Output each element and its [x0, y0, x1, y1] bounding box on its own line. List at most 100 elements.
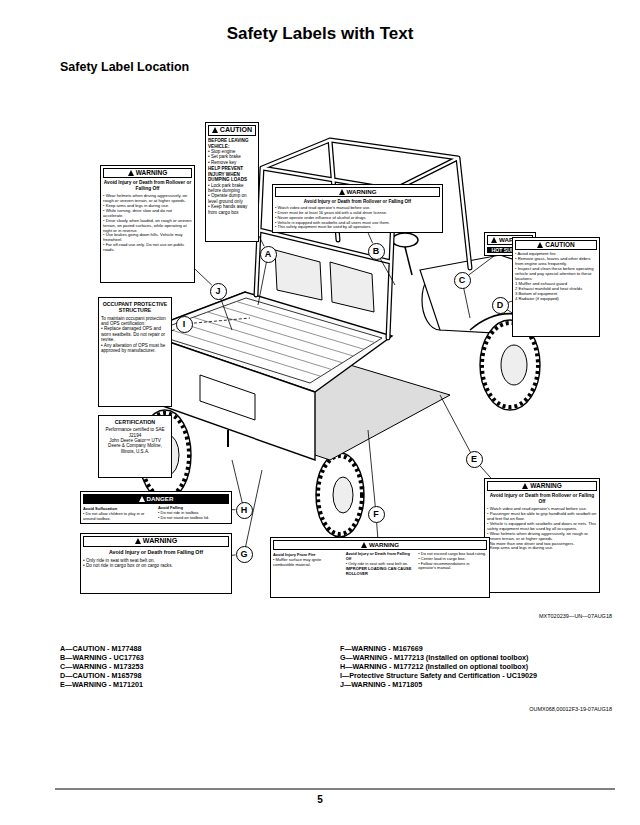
- label-text: • Passenger must be able to grip handhol…: [487, 512, 597, 522]
- label-text: • While turning, drive slow and do not a…: [103, 209, 192, 219]
- label-text: • Follow recommendations in operator's m…: [418, 562, 487, 571]
- seat: [275, 250, 322, 300]
- label-text: 4 Radiator (if equipped): [515, 297, 597, 302]
- callout-circle: E: [466, 451, 483, 468]
- leader-line: [172, 328, 177, 331]
- callout-letter: H: [241, 506, 248, 515]
- label-text: • Keep hands away from cargo box: [208, 204, 256, 215]
- protective-structure-highlight: [256, 140, 470, 338]
- callout-circle: H: [236, 502, 253, 519]
- danger-label: DANGERAvoid Suffocation• Do not allow ch…: [80, 491, 232, 524]
- callout-circle: I: [176, 316, 193, 333]
- leader-line: [377, 522, 378, 537]
- wheel-hub: [333, 477, 353, 513]
- section-heading: Safety Label Location: [60, 61, 189, 75]
- warning-label: WARNINGAvoid Injury or Death from Rollov…: [100, 165, 195, 283]
- label-heading: DANGER: [83, 494, 229, 504]
- callout-circle: G: [236, 546, 253, 563]
- label-text: • Lock park brake before dumping: [208, 183, 256, 194]
- wheel: [316, 453, 364, 537]
- leader-line: [440, 395, 474, 459]
- label-text: • Muffler surface may ignite combustible…: [273, 558, 342, 567]
- label-text: • Do not stand on toolbox lid.: [158, 516, 229, 521]
- seat: [330, 262, 374, 312]
- callout-letter: A: [265, 250, 272, 259]
- callout-circle: J: [210, 283, 227, 300]
- callout-letter: E: [471, 455, 477, 464]
- label-text: Avoid Injury or Death from Falling Off: [346, 552, 415, 561]
- label-text: • Remove grass, leaves and other debris …: [515, 257, 597, 267]
- page-title: Safety Labels with Text: [0, 24, 640, 44]
- callout-letter: I: [183, 320, 186, 329]
- label-text: • Operate dump on level ground only: [208, 193, 256, 204]
- protective-structure: [256, 140, 470, 338]
- label-text: • Keep arms and legs in during use.: [487, 546, 597, 551]
- legend-line: C—WARNING - M173253: [60, 663, 143, 671]
- callout-letter: C: [459, 276, 466, 285]
- certification-label: CERTIFICATIONPerformance certified to SA…: [98, 415, 172, 478]
- label-heading: WARNING: [103, 168, 192, 178]
- label-text: • Any alteration of OPS must be approved…: [101, 343, 169, 354]
- legend-line: G—WARNING - M177213 (Installed on option…: [340, 654, 528, 662]
- tailgate-plate: [200, 375, 255, 420]
- tire-tread: [318, 456, 362, 534]
- label-text: • Only ride in seat with seat belt on.: [346, 562, 415, 567]
- label-heading: WARNING: [83, 536, 229, 547]
- wheel-hub: [501, 345, 527, 385]
- label-text: • Wear helmets when driving aggressively…: [487, 532, 597, 542]
- label-heading: CAUTION: [208, 125, 256, 136]
- label-heading: WARNING: [487, 481, 597, 491]
- label-heading: OCCUPANT PROTECTIVE STRUCTURE: [101, 301, 169, 314]
- steering-wheel: [392, 233, 418, 247]
- document-code: OUMX068,00012F3-19-07AUG18: [529, 706, 612, 712]
- warning-label: WARNING Avoid Injury or Death from Rollov…: [272, 184, 443, 233]
- label-text: • Set park brake: [208, 154, 256, 159]
- callout-letter: G: [240, 550, 247, 559]
- label-text: IMPROPER LOADING CAN CAUSE ROLLOVER: [346, 567, 415, 576]
- label-text: HELP PREVENT INJURY WHEN DUMPING LOADS: [208, 166, 256, 182]
- label-text: • Keep arms and legs in during use.: [103, 204, 192, 209]
- label-text: • Do not allow children to play in or ar…: [83, 512, 154, 521]
- legend-line: F—WARNING - M167669: [340, 645, 423, 653]
- leader-line: [184, 318, 250, 324]
- label-text: Avoid Injury or Death from Rollover or F…: [487, 493, 597, 504]
- figure-code: MXT020239—UN—07AUG18: [539, 613, 612, 619]
- label-text: Deere & Company Moline, Illinois, U.S.A.: [101, 443, 169, 454]
- label-text: • Stop engine: [208, 149, 256, 154]
- legend-line: J—WARNING - M171805: [340, 681, 422, 689]
- callout-circle: D: [492, 297, 509, 314]
- label-text: Avoid Injury or Death from Rollover or F…: [275, 199, 440, 204]
- label-text: • Replace damaged OPS and worn seatbelts…: [101, 326, 169, 342]
- page-number: 5: [317, 794, 323, 805]
- legend-line: A—CAUTION - M177488: [60, 645, 141, 653]
- label-text: • For off-road use only. Do not use on p…: [103, 243, 192, 253]
- page-rule: [55, 789, 615, 790]
- label-heading: CAUTION: [515, 240, 597, 250]
- leader-line: [195, 269, 212, 285]
- callout-circle: A: [260, 246, 277, 263]
- label-heading: WARNING: [275, 187, 440, 197]
- callout-letter: J: [215, 287, 220, 296]
- label-text: • Use brakes going down hills. Vehicle m…: [103, 233, 192, 243]
- label-heading: CERTIFICATION: [101, 419, 169, 425]
- callout-letter: B: [373, 247, 380, 256]
- label-heading: WARNING: [273, 540, 487, 550]
- legend-line: D—CAUTION - M165798: [60, 672, 141, 680]
- label-text: To maintain occupant protection and OPS …: [101, 316, 169, 327]
- leader-line: [469, 256, 494, 275]
- label-text: • Only ride in seat with seat belt on.: [83, 558, 229, 563]
- leader-line: [259, 236, 264, 246]
- structure-label: OCCUPANT PROTECTIVE STRUCTURE To maintain…: [98, 297, 172, 407]
- label-text: • Center load in cargo box.: [418, 557, 487, 562]
- label-text: • Inspect and clean these before operati…: [515, 267, 597, 282]
- warning-label: WARNING Avoid Injury or Death from Rollov…: [484, 478, 600, 593]
- callout-circle: C: [454, 272, 471, 289]
- label-text: • Vehicle is equipped with seatbelts and…: [487, 522, 597, 532]
- label-text: • Wear helmets when driving aggressively…: [103, 194, 192, 204]
- leader-line: [480, 465, 491, 478]
- label-text: • Drive slowly when loaded, on rough or …: [103, 219, 192, 234]
- label-text: John Deere Gator™ UTV: [101, 438, 169, 443]
- label-text: • Never operate under influence of alcoh…: [275, 216, 440, 221]
